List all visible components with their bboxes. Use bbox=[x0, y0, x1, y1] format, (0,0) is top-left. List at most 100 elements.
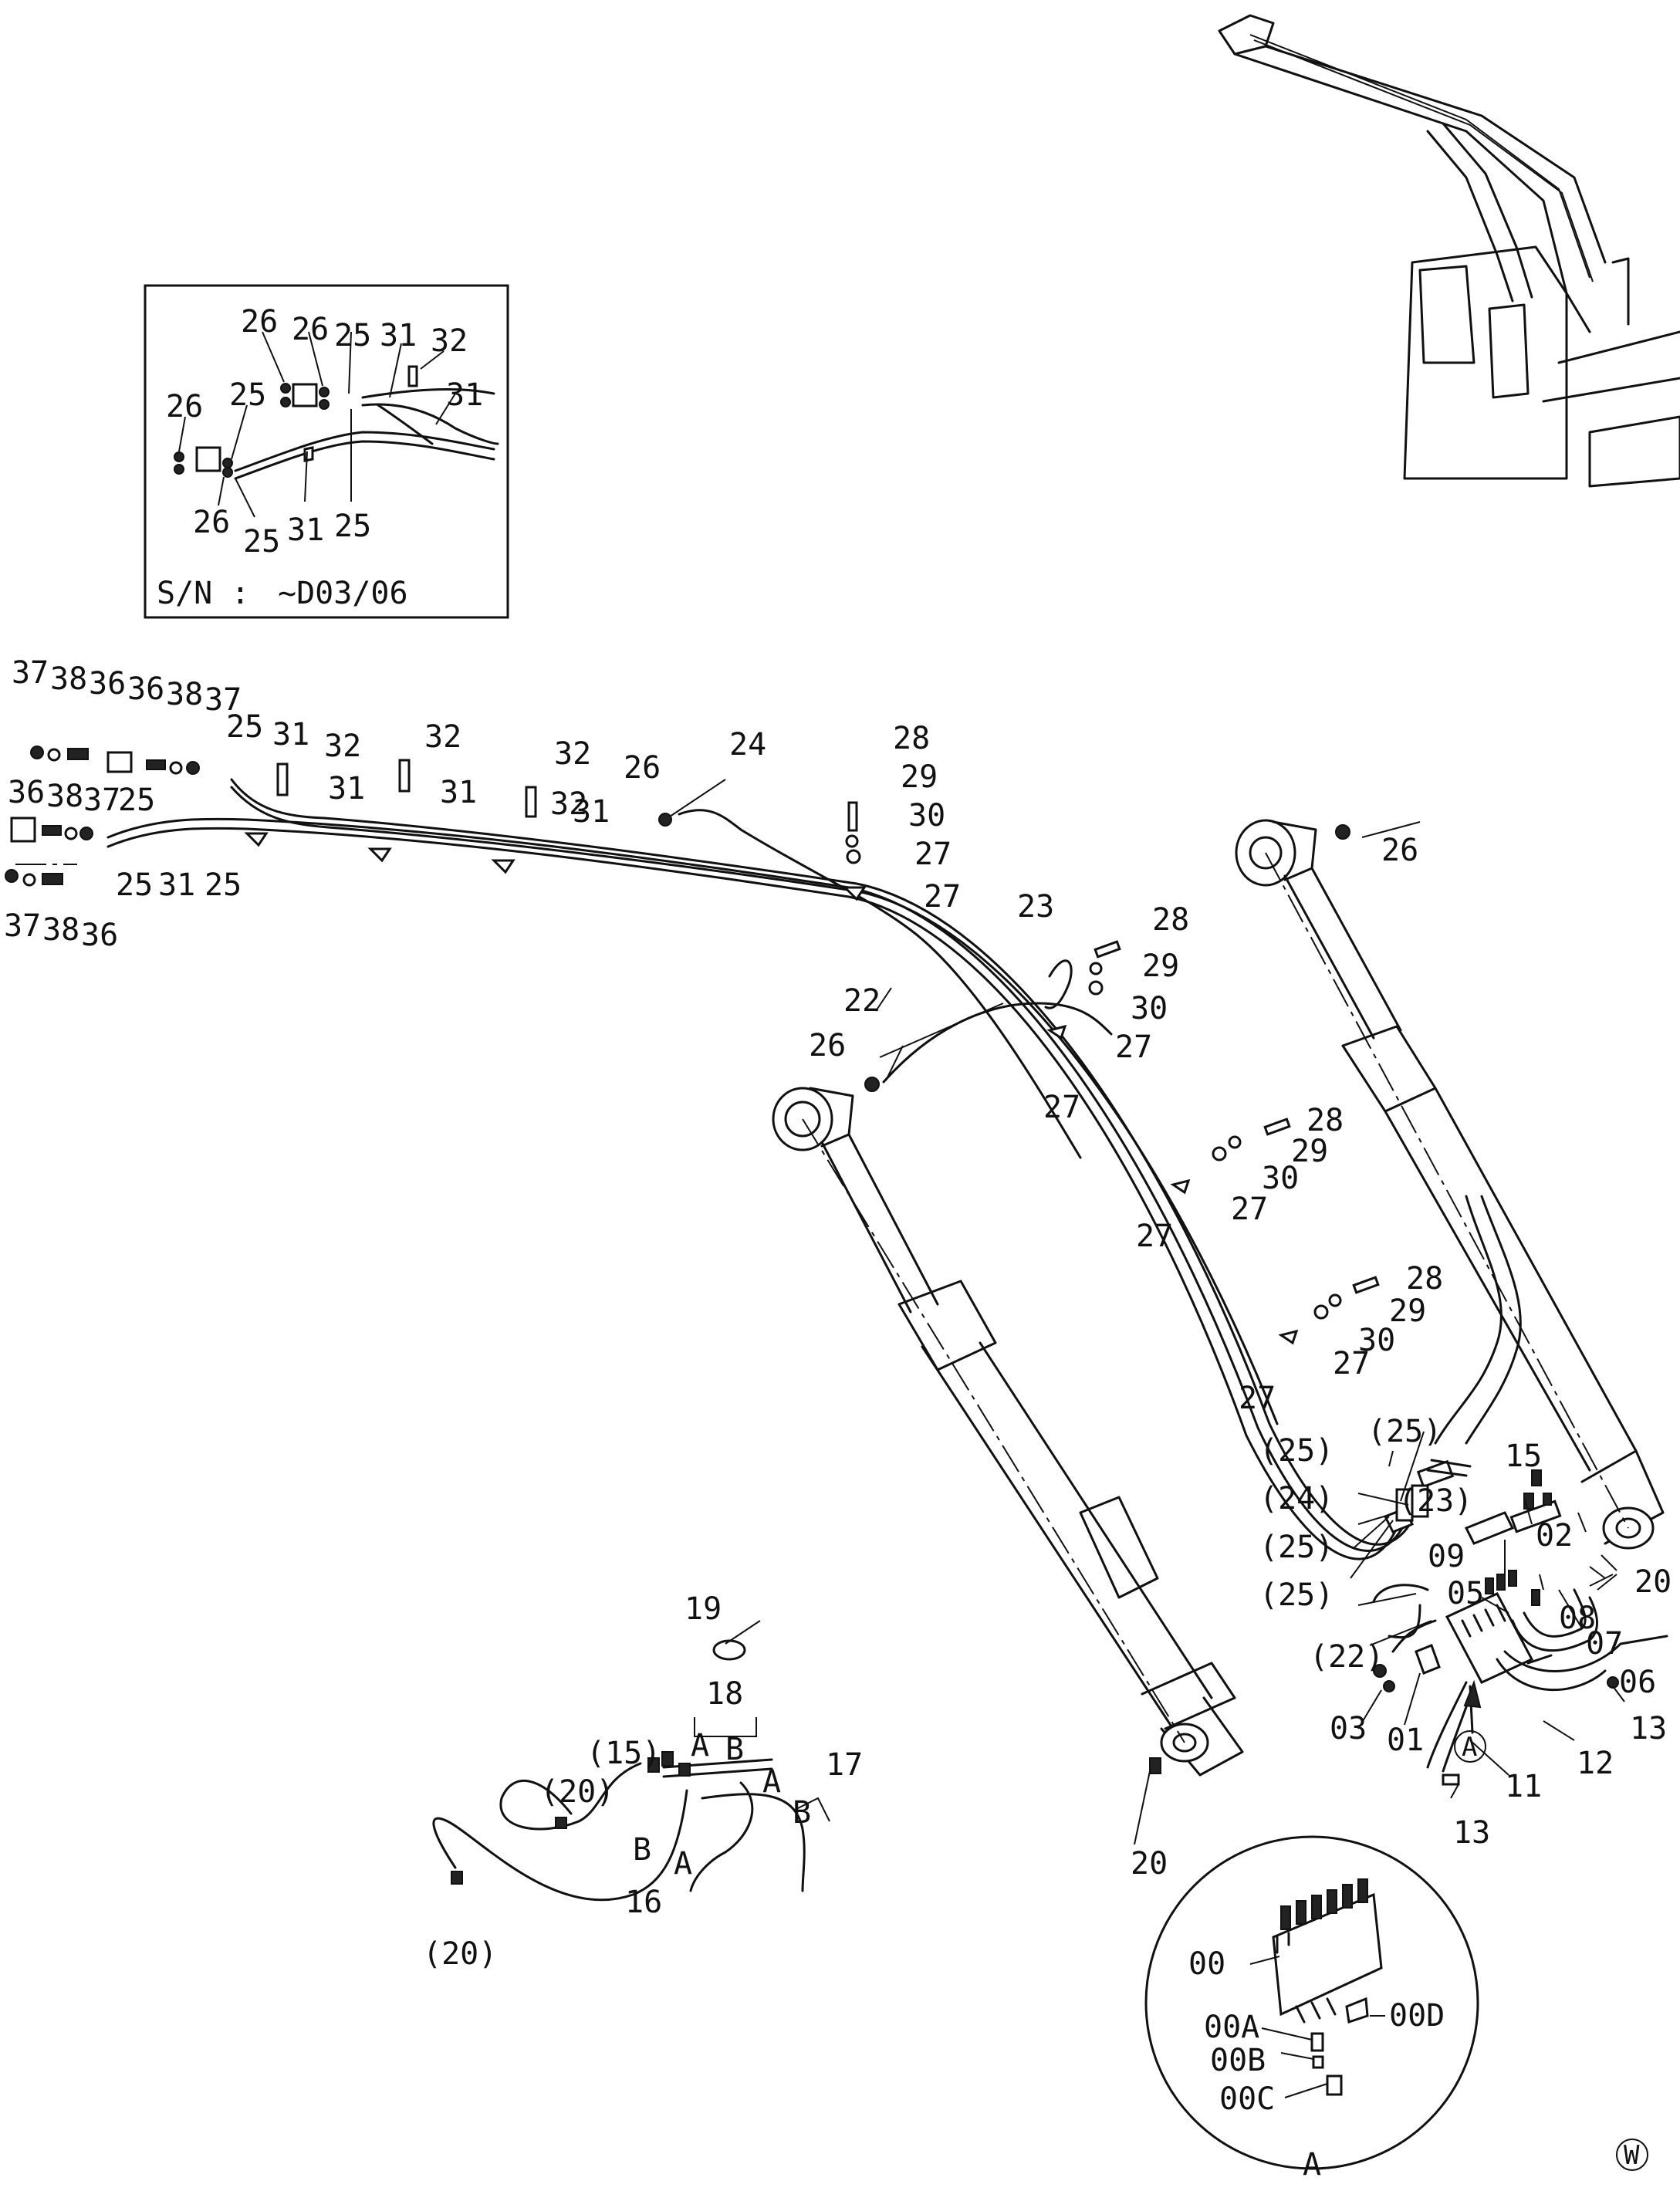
callout: (20) bbox=[540, 1774, 614, 1810]
callout: 32 bbox=[554, 736, 591, 772]
callout: 13 bbox=[1453, 1815, 1490, 1851]
callout: 37 bbox=[4, 908, 41, 944]
callout: 27 bbox=[1115, 1030, 1152, 1065]
detail-a bbox=[1144, 1835, 1479, 2170]
callout: 30 bbox=[1262, 1161, 1299, 1196]
callout: 36 bbox=[81, 918, 118, 953]
callout: 27 bbox=[924, 879, 961, 915]
callout: 27 bbox=[1043, 1090, 1080, 1125]
callout: 25 bbox=[205, 867, 242, 903]
inset-label: 25 bbox=[334, 318, 371, 353]
callout: 20 bbox=[1131, 1846, 1168, 1882]
serial-inset: 26 26 25 31 32 31 26 25 26 25 31 25 25 S… bbox=[144, 284, 509, 619]
callout-labels: 37 38 36 36 38 37 25 31 32 36 38 37 25 2… bbox=[4, 655, 1672, 2183]
callout: 08 bbox=[1559, 1601, 1596, 1636]
valve-assembly: A bbox=[1372, 1459, 1668, 1786]
callout: 30 bbox=[1358, 1323, 1395, 1358]
hose-mark: B bbox=[793, 1795, 811, 1831]
callout: 31 bbox=[158, 867, 195, 903]
inset-label: 26 bbox=[166, 389, 203, 424]
callout: 29 bbox=[1291, 1134, 1328, 1169]
callout: (15) bbox=[586, 1736, 661, 1771]
serial-value: ~D03/06 bbox=[278, 576, 408, 611]
callout: 28 bbox=[893, 721, 930, 756]
callout: 18 bbox=[706, 1676, 743, 1712]
inset-label: 31 bbox=[287, 512, 324, 548]
callout: 29 bbox=[1142, 948, 1179, 984]
callout: 32 bbox=[424, 719, 461, 755]
callout: (25) bbox=[1259, 1530, 1334, 1565]
callout: 37 bbox=[205, 682, 242, 718]
callout: 27 bbox=[1231, 1192, 1268, 1227]
callout: 31 bbox=[328, 771, 365, 806]
hose-mark: A bbox=[762, 1764, 781, 1800]
callout: 17 bbox=[826, 1747, 863, 1783]
callout: 28 bbox=[1406, 1261, 1443, 1297]
callout: 13 bbox=[1630, 1711, 1667, 1746]
callout: (23) bbox=[1398, 1483, 1472, 1519]
callout: 15 bbox=[1505, 1439, 1542, 1474]
inset-label: 26 bbox=[292, 312, 329, 347]
detail-label: 00D bbox=[1389, 1998, 1445, 2034]
callout: (24) bbox=[1259, 1481, 1334, 1516]
detail-label: A bbox=[1303, 2147, 1321, 2183]
right-cylinder bbox=[1235, 819, 1665, 1550]
leader-lines bbox=[669, 779, 1625, 1845]
callout: 02 bbox=[1536, 1518, 1573, 1554]
callout: 36 bbox=[127, 671, 164, 707]
callout: 32 bbox=[550, 786, 587, 822]
callout: (25) bbox=[1367, 1414, 1442, 1449]
callout: 09 bbox=[1428, 1539, 1465, 1574]
callout: 30 bbox=[1131, 991, 1168, 1026]
callout: 38 bbox=[42, 912, 79, 948]
hose-mark: A bbox=[691, 1728, 709, 1763]
callout: 29 bbox=[901, 759, 938, 795]
inset-label: 25 bbox=[334, 509, 371, 544]
callout: 01 bbox=[1387, 1723, 1424, 1758]
callout: 23 bbox=[1017, 889, 1054, 925]
callout: 37 bbox=[12, 655, 49, 691]
corner-mark-text: W bbox=[1624, 2140, 1640, 2171]
detail-label: 00A bbox=[1204, 2010, 1259, 2045]
callout: 28 bbox=[1306, 1103, 1344, 1138]
loose-parts bbox=[432, 1639, 1161, 1902]
callout: 37 bbox=[83, 783, 120, 818]
detail-label: 00C bbox=[1219, 2081, 1275, 2117]
callout: (25) bbox=[1259, 1577, 1334, 1613]
callout: 06 bbox=[1619, 1665, 1656, 1700]
callout: 24 bbox=[729, 727, 766, 762]
detail-marker: A bbox=[1462, 1732, 1477, 1763]
callout: 22 bbox=[843, 983, 881, 1019]
corner-mark: W bbox=[1616, 2139, 1648, 2171]
callout: 38 bbox=[50, 661, 87, 697]
callout: 27 bbox=[1136, 1219, 1173, 1254]
callout: 25 bbox=[226, 709, 263, 745]
callout: 11 bbox=[1505, 1769, 1542, 1804]
callout: 27 bbox=[914, 837, 952, 872]
callout: 26 bbox=[809, 1028, 846, 1063]
callout: 19 bbox=[685, 1591, 722, 1627]
callout: 26 bbox=[624, 750, 661, 786]
callout: 27 bbox=[1333, 1346, 1370, 1381]
callout: 36 bbox=[89, 666, 126, 702]
callout: 20 bbox=[1634, 1564, 1672, 1600]
inset-label: 31 bbox=[446, 377, 483, 413]
hose-mark: B bbox=[633, 1832, 651, 1868]
callout: 12 bbox=[1577, 1746, 1614, 1781]
callout: (22) bbox=[1310, 1639, 1384, 1675]
inset-label: 26 bbox=[193, 505, 230, 540]
callout: 27 bbox=[1239, 1381, 1276, 1416]
inset-label: 25 bbox=[243, 524, 280, 560]
callout: 25 bbox=[118, 783, 155, 818]
callout: (20) bbox=[423, 1936, 497, 1972]
hose-mark: B bbox=[725, 1732, 744, 1767]
callout: 26 bbox=[1381, 833, 1418, 868]
inset-label: 25 bbox=[229, 377, 266, 413]
callout: 31 bbox=[272, 717, 309, 752]
serial-label: S/N : bbox=[157, 576, 249, 611]
callout: 28 bbox=[1152, 902, 1189, 938]
callout: 38 bbox=[166, 677, 203, 712]
excavator-thumbnail bbox=[1218, 14, 1680, 488]
inset-label: 32 bbox=[431, 323, 468, 359]
